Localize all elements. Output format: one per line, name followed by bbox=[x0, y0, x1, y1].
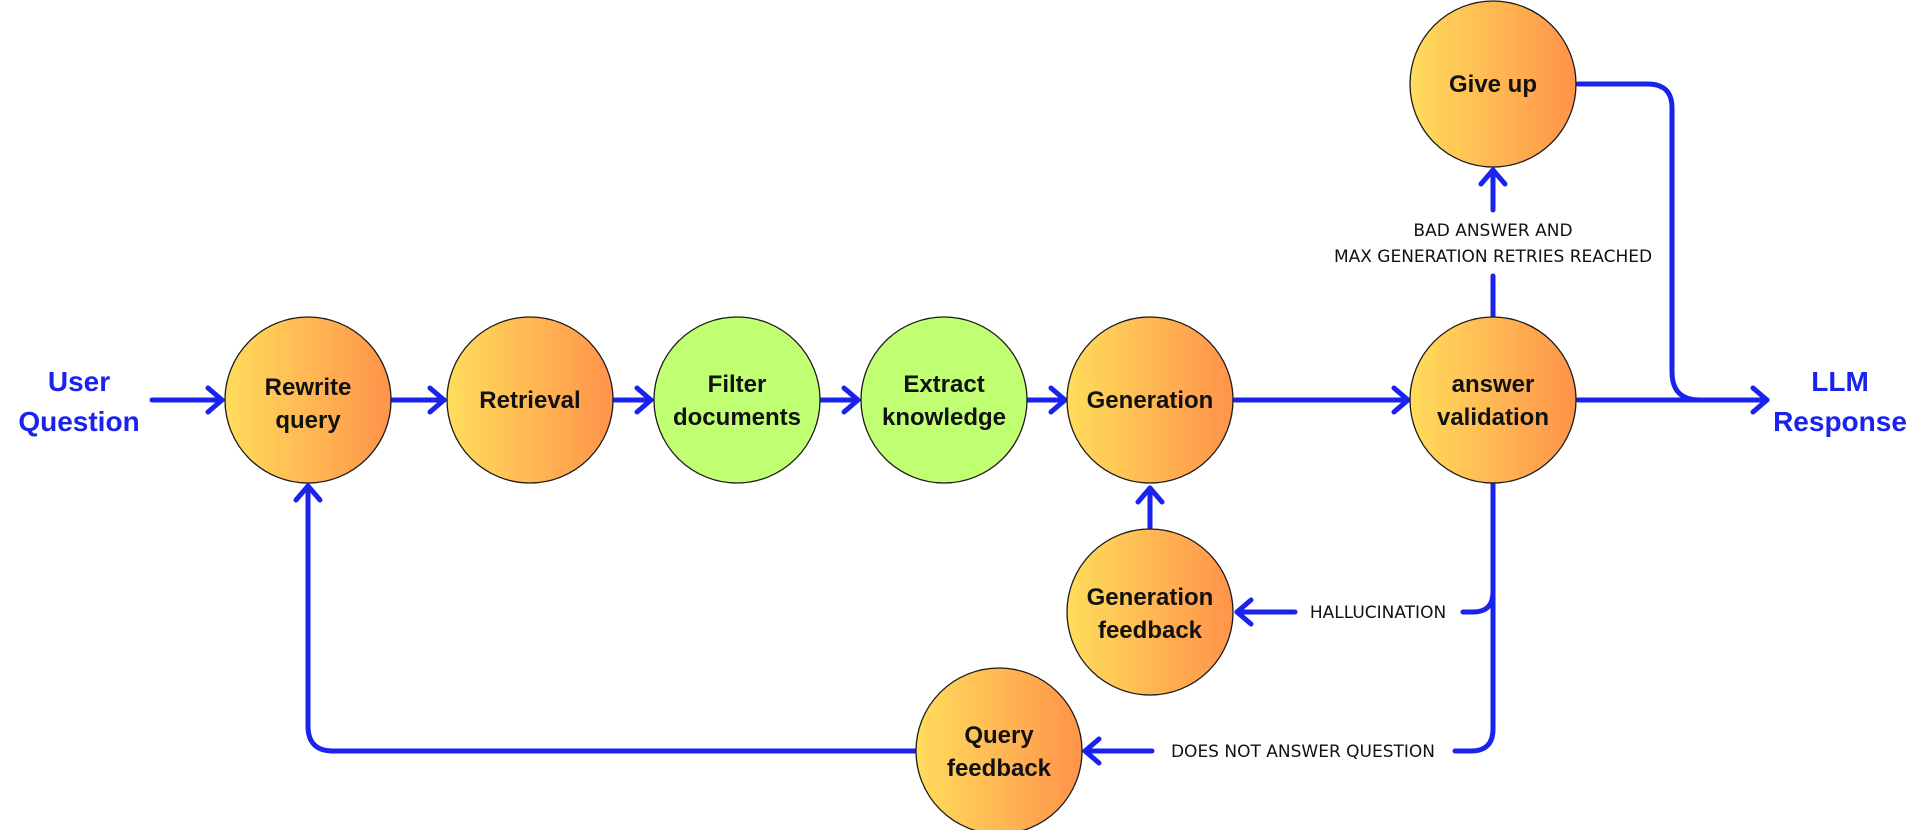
arrowhead-generation-in bbox=[1048, 385, 1068, 415]
hallucination-label: HALLUCINATION bbox=[1310, 603, 1446, 623]
filter-documents-circle bbox=[653, 316, 821, 484]
edge-queryfeedback-to-rewrite bbox=[305, 483, 918, 754]
edge-validation-to-notanswer bbox=[1452, 589, 1496, 754]
rewrite-query-line2: query bbox=[275, 407, 341, 434]
arrowhead-retrieval-in bbox=[427, 385, 447, 415]
retrieval-circle bbox=[446, 316, 614, 484]
user-question-line1: User bbox=[48, 366, 110, 397]
llm-response-line2: Response bbox=[1773, 406, 1907, 437]
node-give-up: Give up bbox=[1409, 0, 1577, 168]
node-filter-documents: Filter documents bbox=[653, 316, 821, 484]
give-up-circle bbox=[1409, 0, 1577, 168]
edge-validation-to-hallucination bbox=[1460, 481, 1496, 615]
extract-knowledge-circle bbox=[860, 316, 1028, 484]
node-extract-knowledge: Extract knowledge bbox=[860, 316, 1028, 484]
user-question-line2: Question bbox=[18, 406, 139, 437]
answer-validation-line2: validation bbox=[1437, 404, 1549, 431]
query-feedback-line1: Query bbox=[964, 722, 1034, 749]
generation-feedback-line1: Generation bbox=[1087, 584, 1214, 611]
terminal-llm-response: LLM Response bbox=[1773, 366, 1907, 437]
generation-circle bbox=[1066, 316, 1234, 484]
node-generation-feedback: Generation feedback bbox=[1066, 528, 1234, 696]
rewrite-query-circle bbox=[224, 316, 392, 484]
arrowhead-extract-in bbox=[841, 385, 861, 415]
arrowhead-rewrite-in bbox=[205, 385, 225, 415]
arrowhead-giveup-in bbox=[1478, 167, 1508, 187]
query-feedback-circle bbox=[915, 667, 1083, 830]
generation-feedback-line2: feedback bbox=[1098, 617, 1203, 644]
query-feedback-line2: feedback bbox=[947, 755, 1052, 782]
arrowhead-filter-in bbox=[634, 385, 654, 415]
bad-answer-label-line1: BAD ANSWER AND bbox=[1413, 221, 1572, 241]
node-answer-validation: answer validation bbox=[1409, 316, 1577, 484]
filter-documents-line2: documents bbox=[673, 404, 801, 431]
arrowhead-rewrite-from-feedback bbox=[293, 483, 323, 503]
extract-knowledge-line1: Extract bbox=[903, 371, 984, 398]
give-up-label: Give up bbox=[1449, 71, 1537, 98]
generation-feedback-circle bbox=[1066, 528, 1234, 696]
node-retrieval: Retrieval bbox=[446, 316, 614, 484]
arrowhead-genfeedback-in bbox=[1234, 597, 1254, 627]
rewrite-query-line1: Rewrite bbox=[265, 374, 352, 401]
edges bbox=[149, 81, 1770, 766]
node-query-feedback: Query feedback bbox=[915, 667, 1083, 830]
arrowhead-queryfeedback-in bbox=[1082, 736, 1102, 766]
bad-answer-label-line2: MAX GENERATION RETRIES REACHED bbox=[1334, 247, 1652, 267]
node-rewrite-query: Rewrite query bbox=[224, 316, 392, 484]
does-not-answer-label: DOES NOT ANSWER QUESTION bbox=[1171, 742, 1435, 762]
extract-knowledge-line2: knowledge bbox=[882, 404, 1006, 431]
node-generation: Generation bbox=[1066, 316, 1234, 484]
edge-giveup-to-response bbox=[1575, 81, 1770, 403]
arrowhead-validation-in bbox=[1391, 385, 1411, 415]
llm-response-line1: LLM bbox=[1811, 366, 1869, 397]
generation-label: Generation bbox=[1087, 387, 1214, 414]
retrieval-label: Retrieval bbox=[479, 387, 580, 414]
filter-documents-line1: Filter bbox=[708, 371, 767, 398]
answer-validation-line1: answer bbox=[1452, 371, 1535, 398]
arrowhead-generation-from-feedback bbox=[1135, 485, 1165, 505]
answer-validation-circle bbox=[1409, 316, 1577, 484]
edge-labels: BAD ANSWER AND MAX GENERATION RETRIES RE… bbox=[1171, 221, 1652, 762]
terminal-user-question: User Question bbox=[18, 366, 139, 437]
